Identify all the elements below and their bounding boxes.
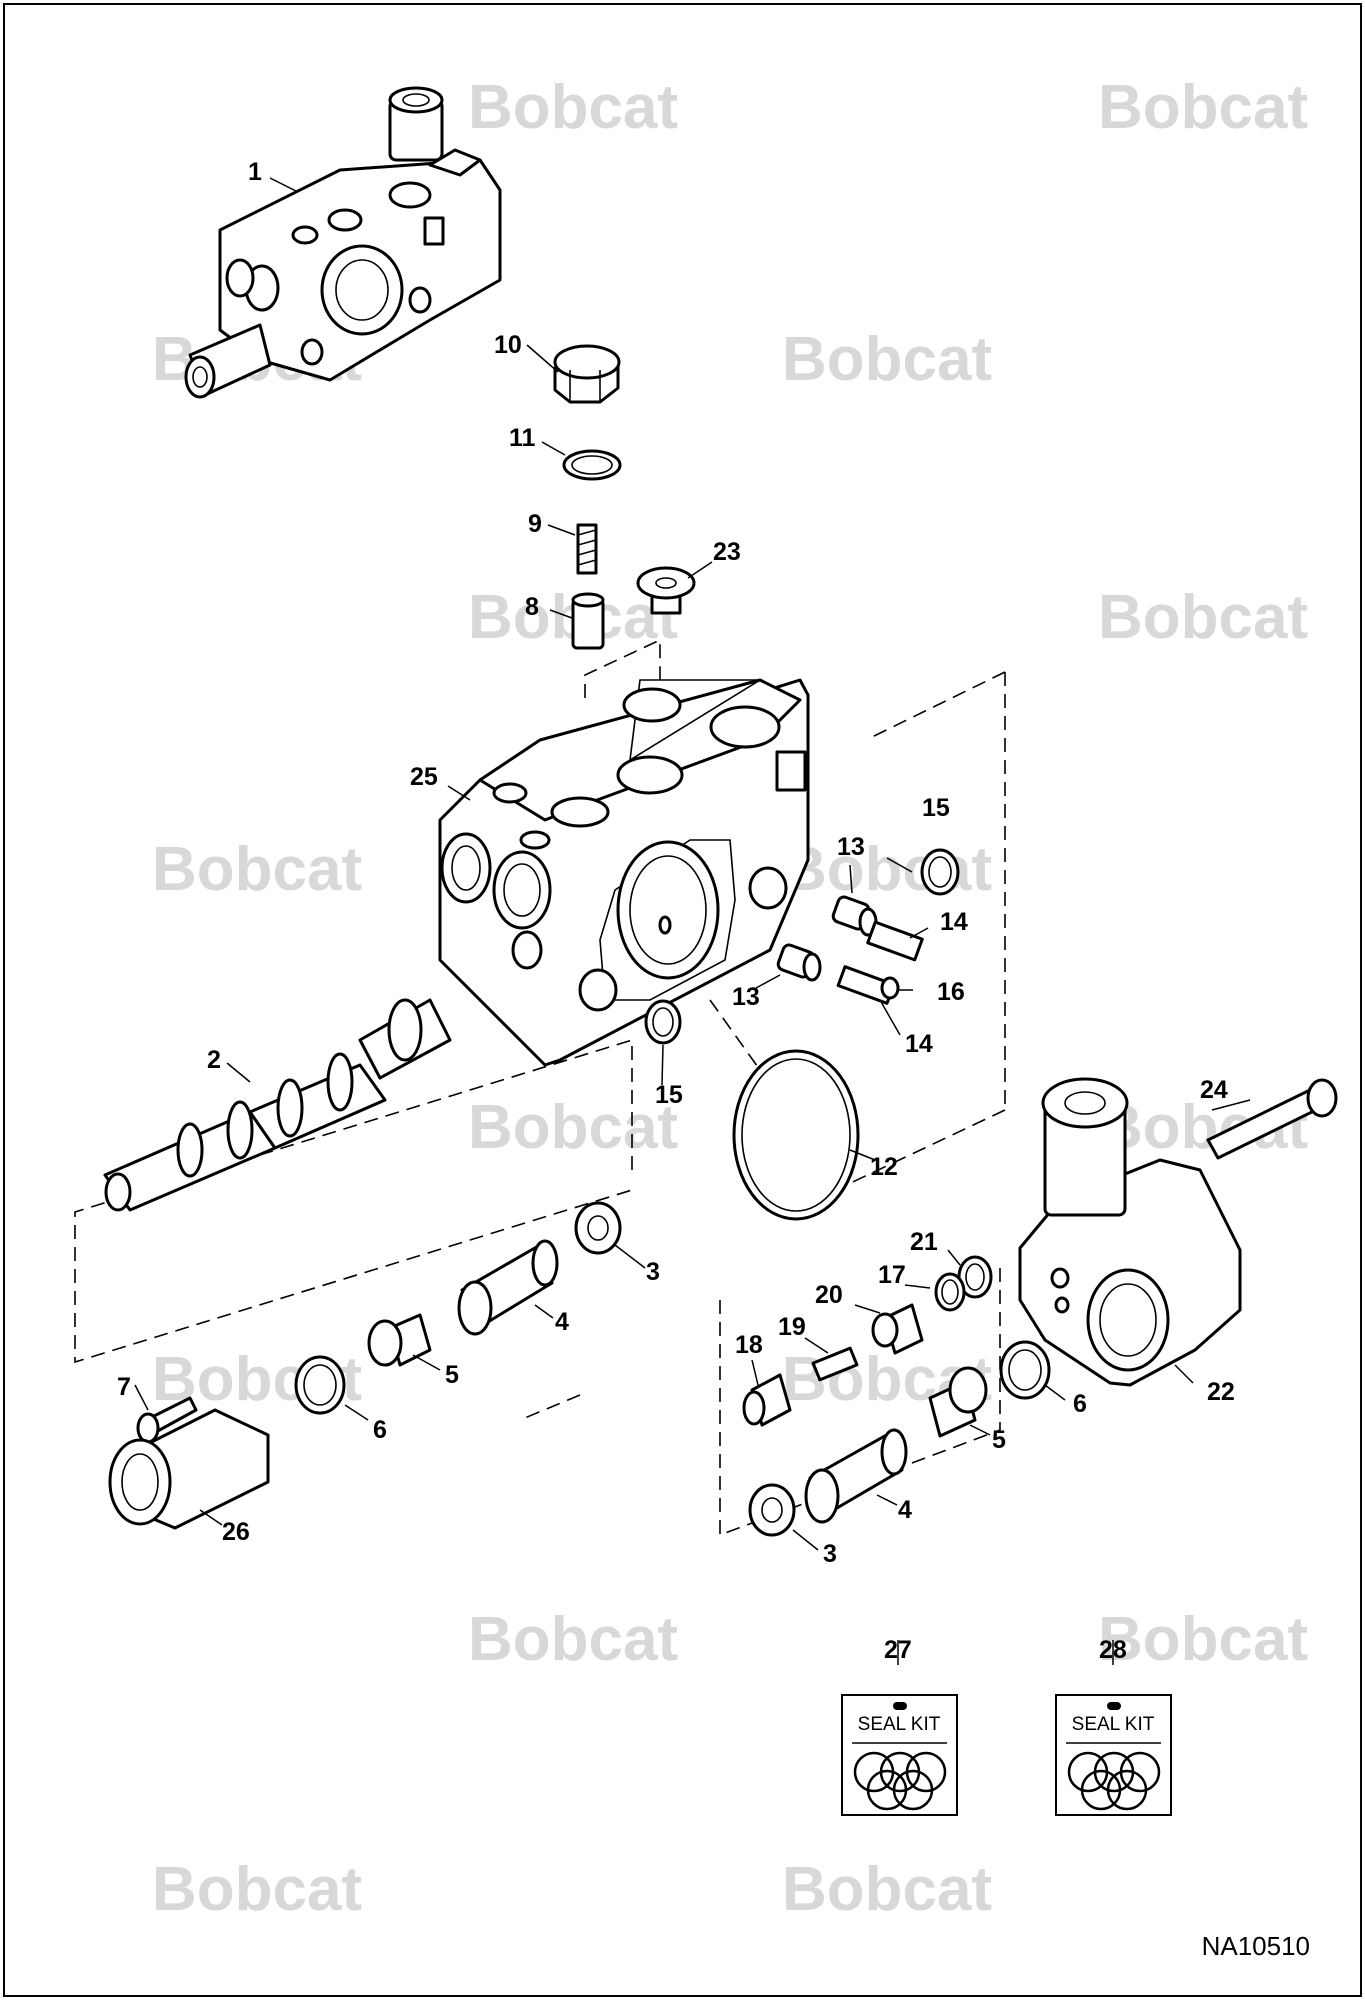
callout-21: 21 xyxy=(910,1228,938,1256)
watermark: Bobcat xyxy=(1098,73,1308,142)
callout-6: 6 xyxy=(373,1416,387,1444)
callout-18: 18 xyxy=(735,1331,763,1359)
seal-retainer xyxy=(574,1201,622,1255)
callout-3: 3 xyxy=(823,1540,837,1568)
callout-10: 10 xyxy=(494,331,522,359)
callout-12: 12 xyxy=(870,1153,898,1181)
plug-cap xyxy=(553,344,621,404)
cap-bolt xyxy=(136,1396,198,1444)
relief-spring xyxy=(811,1346,859,1382)
watermark: Bobcat xyxy=(152,835,362,904)
seal-kit-label: SEAL KIT xyxy=(1072,1714,1155,1735)
callout-5: 5 xyxy=(445,1361,459,1389)
callout-15: 15 xyxy=(922,794,950,822)
callout-9: 9 xyxy=(528,510,542,538)
watermark: Bobcat xyxy=(468,1093,678,1162)
sleeve xyxy=(571,592,605,650)
relief-poppet xyxy=(742,1373,792,1427)
check-poppet-lower xyxy=(776,943,822,982)
callout-1: 1 xyxy=(248,158,262,186)
centering-spring xyxy=(804,1428,908,1524)
callout-23: 23 xyxy=(713,538,741,566)
callout-7: 7 xyxy=(117,1373,131,1401)
watermark: Bobcat xyxy=(782,325,992,394)
callout-25: 25 xyxy=(410,763,438,791)
callout-2: 2 xyxy=(207,1046,221,1074)
callout-14: 14 xyxy=(905,1030,933,1058)
o-ring xyxy=(644,999,682,1045)
callout-11: 11 xyxy=(509,424,536,452)
callout-13: 13 xyxy=(837,833,865,861)
large-o-ring xyxy=(732,1049,860,1221)
through-bolt xyxy=(1206,1078,1338,1160)
watermark: Bobcat xyxy=(152,1855,362,1924)
o-ring xyxy=(920,848,960,896)
callout-20: 20 xyxy=(815,1281,843,1309)
callout-15: 15 xyxy=(655,1081,683,1109)
valve-body xyxy=(438,678,810,1067)
callout-labels: 1 2 3 3 4 4 5 5 6 6 7 8 9 10 11 12 13 13… xyxy=(117,158,1235,1568)
callout-4: 4 xyxy=(898,1496,912,1524)
watermark: Bobcat xyxy=(782,1855,992,1924)
callout-17: 17 xyxy=(878,1261,906,1289)
callout-16: 16 xyxy=(937,978,965,1006)
callout-26: 26 xyxy=(222,1518,250,1546)
callout-6: 6 xyxy=(1073,1390,1087,1418)
callout-22: 22 xyxy=(1207,1378,1235,1406)
callout-5: 5 xyxy=(992,1426,1006,1454)
ball xyxy=(880,976,900,1000)
callout-14: 14 xyxy=(940,908,968,936)
small-spring xyxy=(576,523,598,575)
callout-13: 13 xyxy=(732,983,760,1011)
watermark: Bobcat xyxy=(468,73,678,142)
seal-kit-number: 28 xyxy=(1099,1636,1127,1664)
seal-retainer xyxy=(748,1483,796,1537)
watermark: Bobcat xyxy=(782,835,992,904)
end-housing xyxy=(1018,1077,1242,1387)
relief-seat xyxy=(871,1303,924,1355)
valve-section-assembly xyxy=(184,86,502,399)
watermark: Bobcat xyxy=(468,1605,678,1674)
spool-cap xyxy=(108,1408,270,1530)
seal-kit-27: 27 SEAL KIT xyxy=(841,1636,958,1816)
seal-kit-number: 27 xyxy=(884,1636,912,1664)
backup-ring xyxy=(934,1272,966,1312)
seal-kit-28: 28 SEAL KIT xyxy=(1055,1636,1172,1816)
callout-24: 24 xyxy=(1200,1076,1228,1104)
centering-spring xyxy=(457,1239,559,1336)
watermark: Bobcat xyxy=(1098,1605,1308,1674)
spring-seat xyxy=(928,1366,988,1438)
spring-seat xyxy=(367,1313,432,1367)
callout-4: 4 xyxy=(555,1308,569,1336)
leader-lines xyxy=(134,177,1251,1665)
figure-reference: NA10510 xyxy=(1202,1931,1310,1961)
seal-kit-label: SEAL KIT xyxy=(858,1714,941,1735)
callout-8: 8 xyxy=(525,593,539,621)
spring-upper xyxy=(866,920,924,962)
callout-19: 19 xyxy=(778,1313,806,1341)
valve-spool xyxy=(103,998,452,1212)
callout-3: 3 xyxy=(646,1258,660,1286)
watermark: Bobcat xyxy=(1098,583,1308,652)
socket-plug xyxy=(636,566,696,615)
